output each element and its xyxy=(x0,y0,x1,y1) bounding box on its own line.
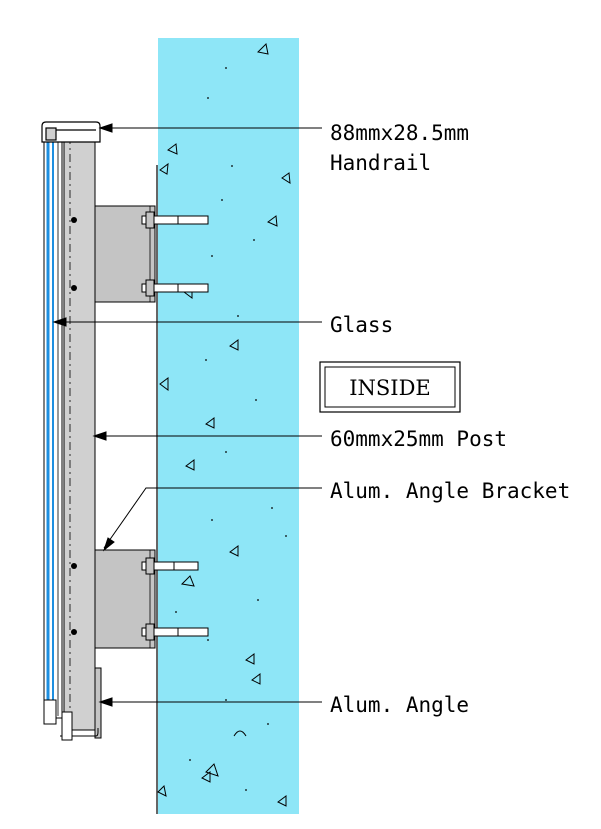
label-angle: Alum. Angle xyxy=(330,693,469,717)
alum-angle xyxy=(94,667,102,739)
inside-stamp: INSIDE xyxy=(319,361,461,413)
leader-lines xyxy=(52,123,322,707)
anchor-bolts xyxy=(141,211,209,641)
label-handrail: Handrail xyxy=(330,151,431,175)
concrete-specks xyxy=(175,67,287,791)
post-bottom-cap xyxy=(60,728,99,737)
concrete-aggregate xyxy=(157,42,291,807)
label-handrail-size: 88mmx28.5mm xyxy=(330,121,469,145)
handrail xyxy=(41,121,101,143)
post xyxy=(63,139,96,731)
label-bracket: Alum. Angle Bracket xyxy=(330,479,570,503)
label-post: 60mmx25mm Post xyxy=(330,427,507,451)
concrete-wall xyxy=(158,38,299,814)
label-glass: Glass xyxy=(330,313,393,337)
post-screws xyxy=(71,217,77,635)
inside-stamp-text: INSIDE xyxy=(349,376,431,400)
bottom-fixings xyxy=(43,699,73,741)
